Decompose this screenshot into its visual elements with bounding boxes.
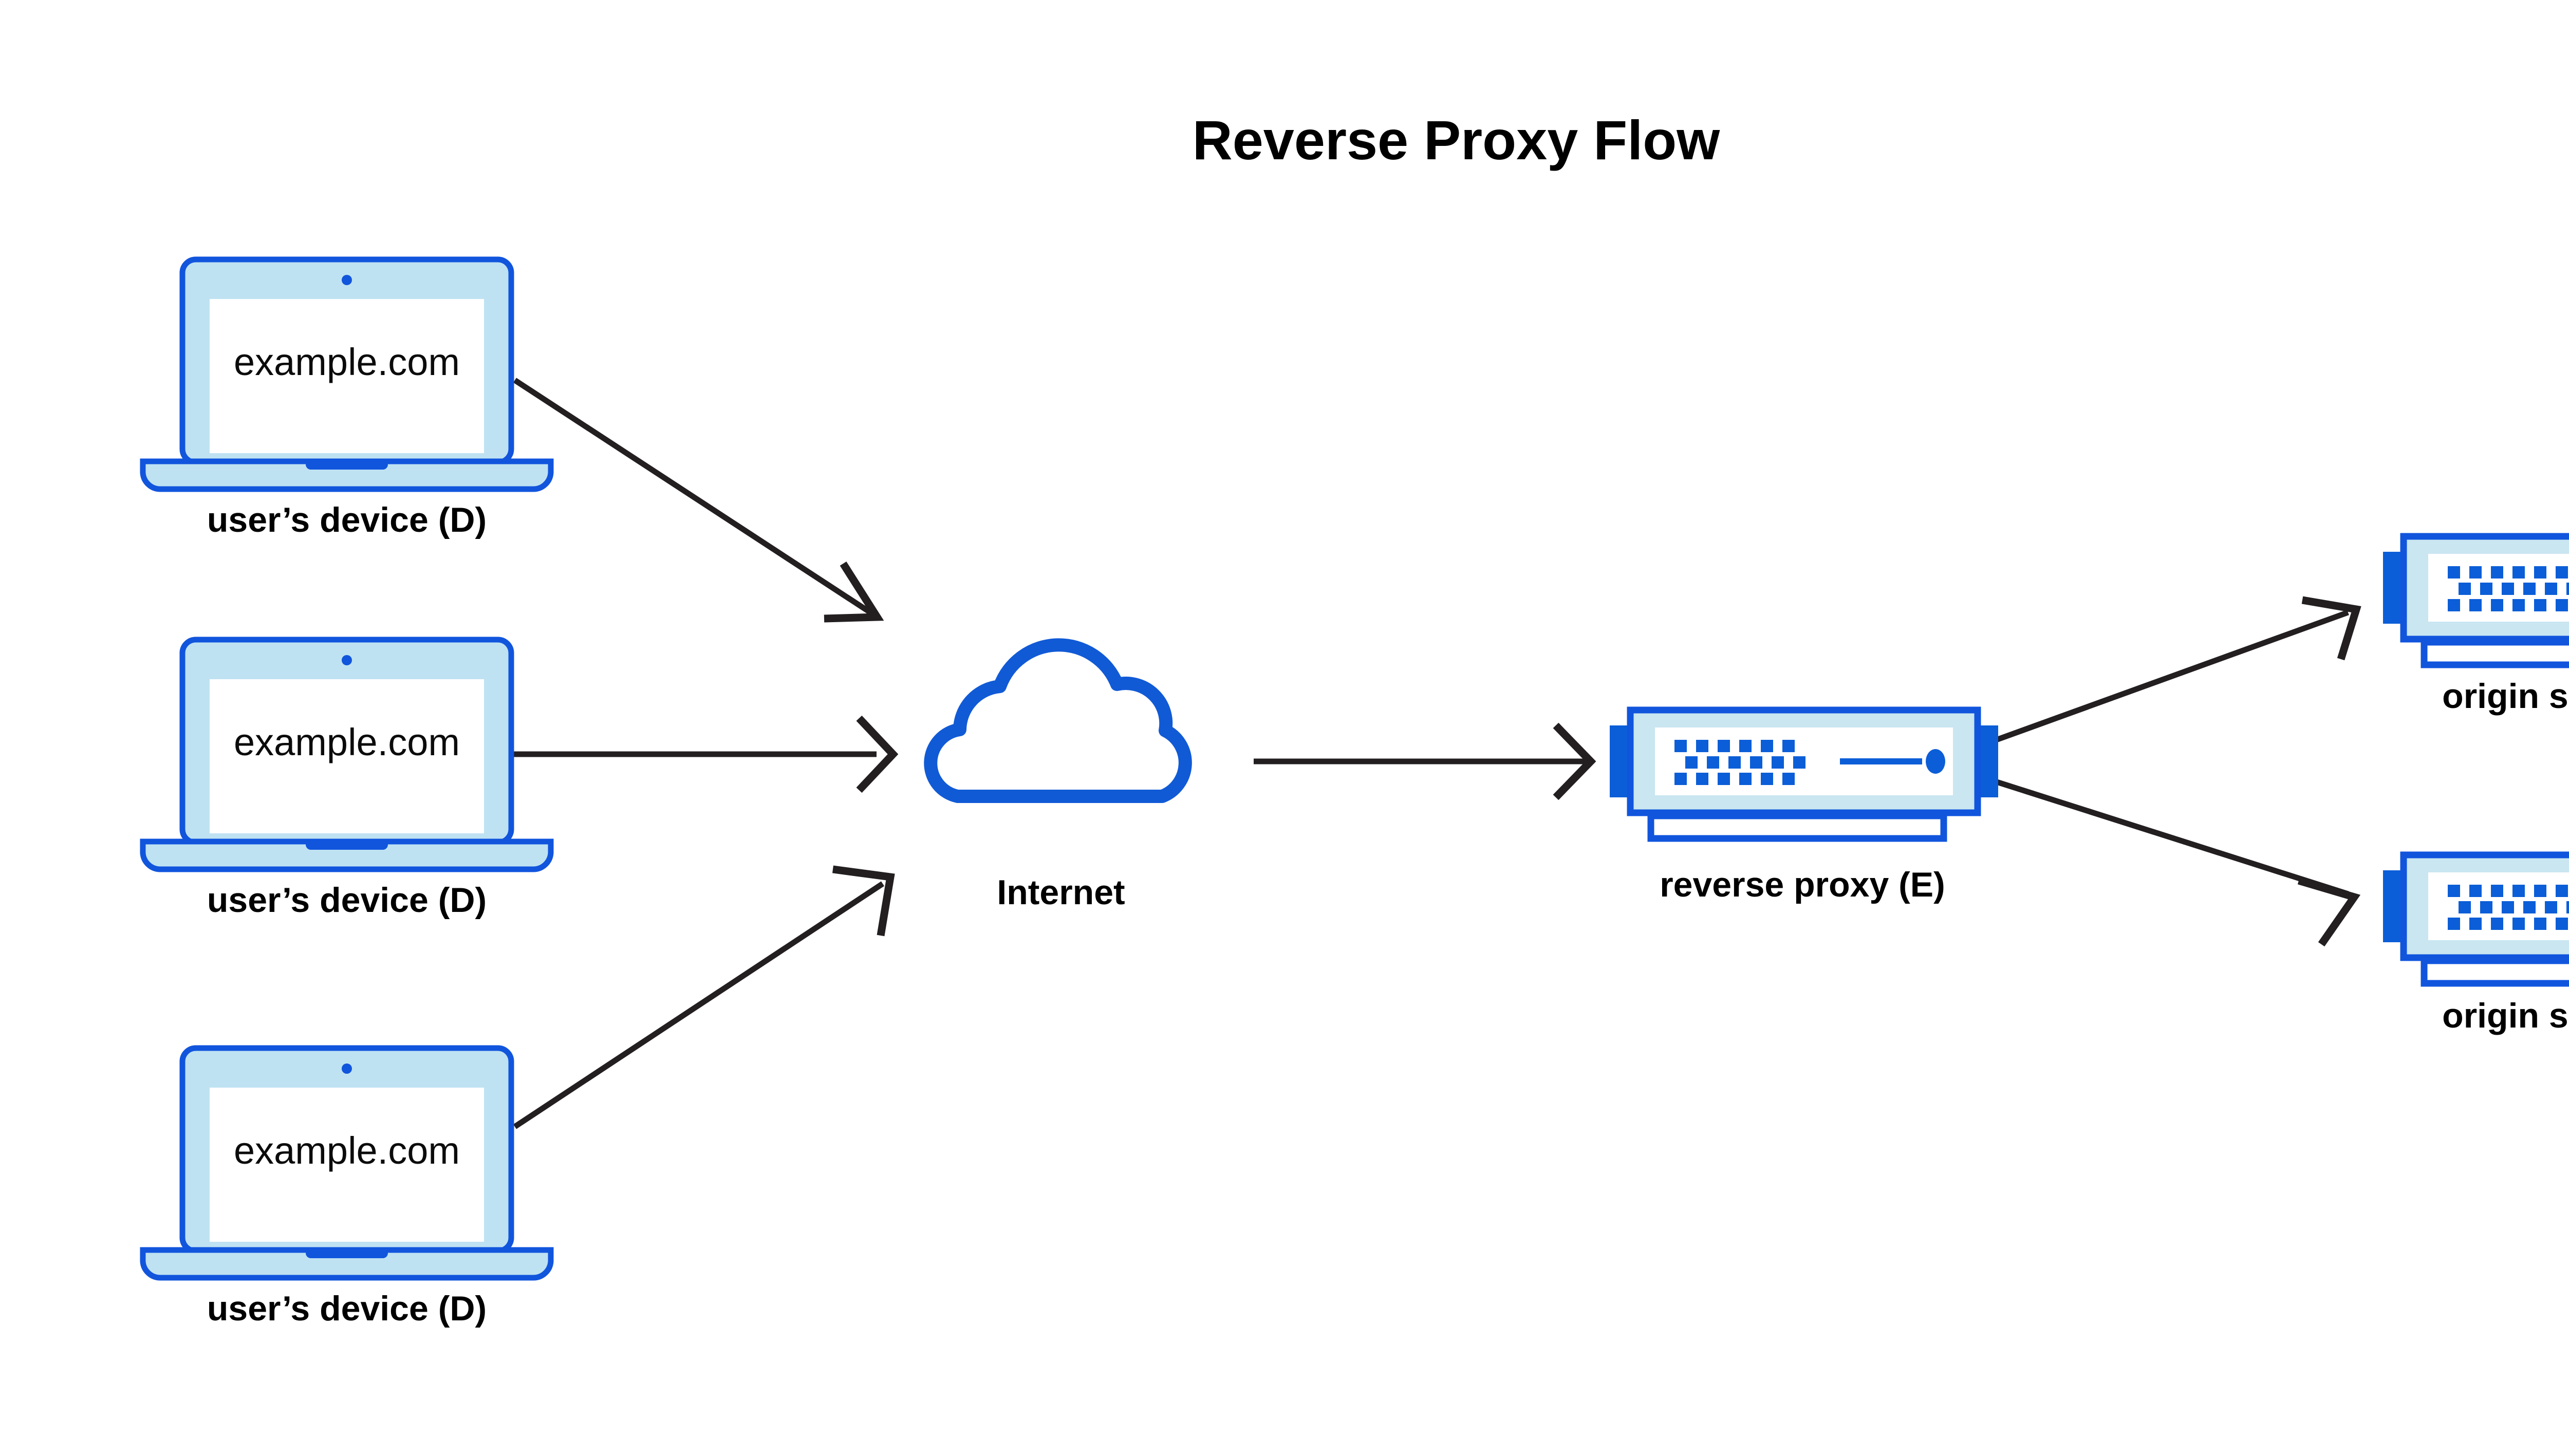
connection-device-middle-to-internet: [514, 715, 899, 793]
node-device-top[interactable]: example.com user’s device (D): [143, 259, 551, 539]
server-icon: [2383, 855, 2569, 983]
connection-device-top-to-internet: [513, 378, 884, 623]
connection-device-bottom-to-internet: [513, 865, 895, 1129]
node-origin-top[interactable]: origin server (F): [2383, 536, 2569, 716]
connection-proxy-to-origin-top: [1993, 596, 2361, 744]
server-icon: [2383, 536, 2569, 665]
device-screen-text: example.com: [234, 721, 460, 763]
page-title: Reverse Proxy Flow: [1193, 109, 1720, 171]
connection-internet-to-proxy: [1254, 722, 1596, 800]
connections-layer: [513, 378, 2361, 1129]
origin-server-label: origin server (F): [2442, 996, 2569, 1035]
connection-proxy-to-origin-bottom: [1993, 778, 2361, 947]
node-device-middle[interactable]: example.com user’s device (D): [143, 640, 551, 920]
node-reverse-proxy[interactable]: reverse proxy (E): [1610, 710, 1998, 904]
node-internet[interactable]: Internet: [930, 645, 1185, 912]
server-icon: [1610, 710, 1998, 838]
device-screen-text: example.com: [234, 1129, 460, 1172]
cloud-icon: [930, 645, 1185, 796]
device-label: user’s device (D): [207, 500, 487, 539]
origin-server-label: origin server (F): [2442, 677, 2569, 716]
device-label: user’s device (D): [207, 881, 487, 920]
internet-label: Internet: [997, 873, 1125, 912]
node-origin-bottom[interactable]: origin server (F): [2383, 855, 2569, 1035]
node-device-bottom[interactable]: example.com user’s device (D): [143, 1048, 551, 1328]
device-label: user’s device (D): [207, 1289, 487, 1328]
reverse-proxy-label: reverse proxy (E): [1660, 865, 1945, 904]
device-screen-text: example.com: [234, 341, 460, 383]
